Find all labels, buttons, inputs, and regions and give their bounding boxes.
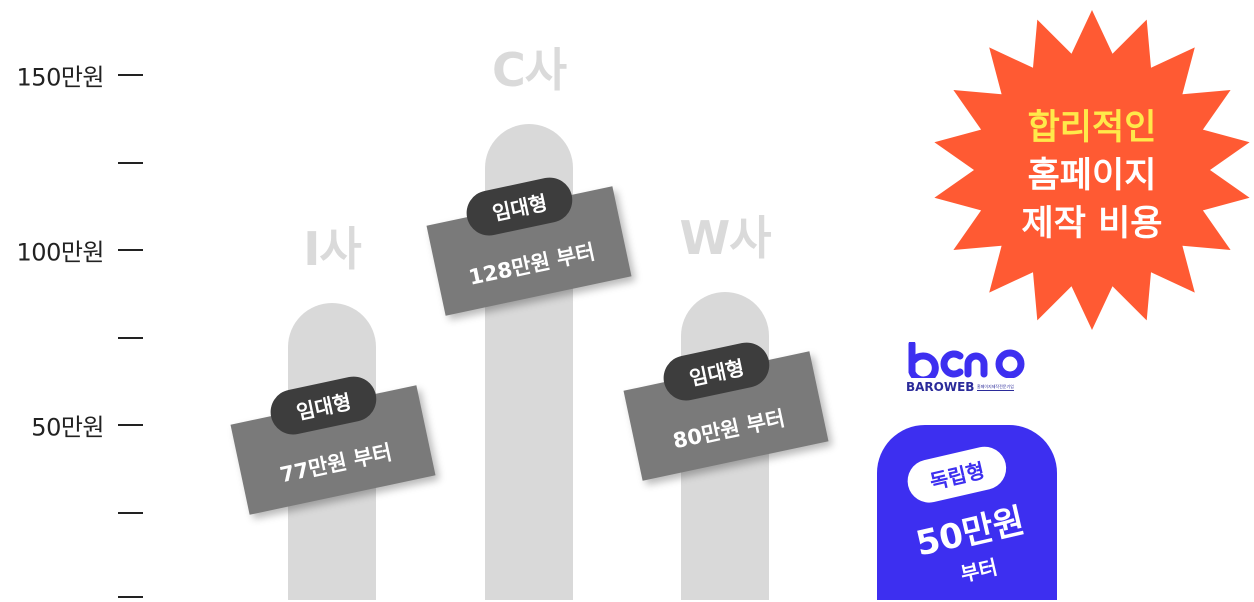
y-axis-tick-mark [118,596,143,598]
y-axis-tick-mark [118,424,143,426]
promo-starburst: 합리적인 홈페이지 제작 비용 [930,8,1254,332]
baroweb-logo: BAROWEB 홈페이지제작전문기업 [906,342,1028,398]
y-axis-tick-mark [118,336,143,339]
y-axis-tick-label: 100만원 [16,238,105,267]
y-axis-tick-mark [118,511,143,514]
burst-line-1: 합리적인 [1027,108,1157,148]
tag-price-label: 80만원 부터 [670,406,788,454]
tag-type-pill: 임대형 [659,338,774,405]
logo-wordmark: BAROWEB [906,380,975,394]
y-axis-tick-mark [118,161,143,164]
burst-line-2: 홈페이지 [1027,156,1157,196]
tag-type-pill: 임대형 [266,372,381,439]
starburst-shape [934,10,1250,330]
starburst-polygon [934,10,1250,330]
competitor-name: W사 [679,211,771,265]
y-axis-tick-label: 50만원 [31,413,104,442]
competitor-name: I사 [303,221,361,276]
y-axis-tick-mark [118,74,143,76]
tag-price-label: 77만원 부터 [277,440,395,488]
logo-tagline: 홈페이지제작전문기업 [977,384,1014,391]
competitor-name: C사 [491,43,567,97]
tag-price-label: 128만원 부터 [466,239,598,290]
starburst-text: 합리적인 홈페이지 제작 비용 [930,104,1254,248]
y-axis-tick-label: 150만원 [16,63,105,92]
burst-line-3: 제작 비용 [1021,204,1163,244]
tag-type-pill: 임대형 [462,173,577,240]
baroweb-logo-mark [908,342,1025,378]
y-axis-tick-mark [118,249,143,251]
